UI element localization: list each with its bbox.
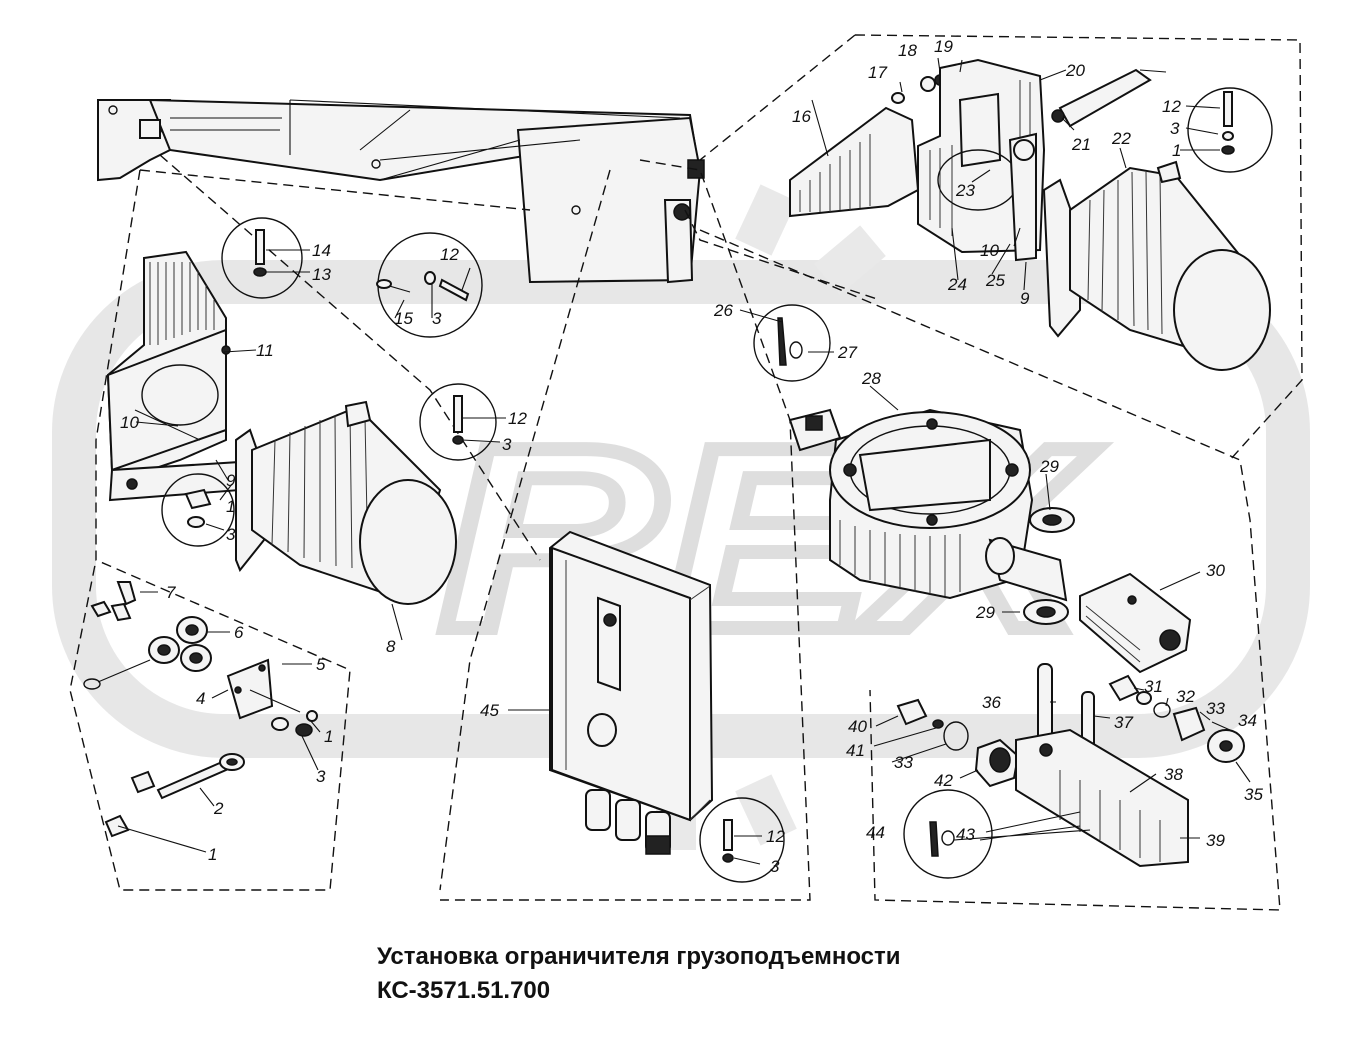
callout-16: 16: [792, 107, 811, 126]
callout-3-f: 3: [770, 857, 780, 876]
callout-30: 30: [1206, 561, 1225, 580]
callout-35: 35: [1244, 785, 1263, 804]
leader-lines: [117, 57, 1251, 865]
right-top-drum: [1042, 160, 1271, 371]
callout-19: 19: [934, 37, 953, 56]
control-box: [549, 530, 714, 855]
right-top-bracket: [789, 58, 1167, 262]
callout-25: 25: [985, 271, 1005, 290]
callout-34: 34: [1238, 711, 1257, 730]
callout-5: 5: [316, 655, 326, 674]
callout-20: 20: [1065, 61, 1085, 80]
callout-29-a: 29: [1039, 457, 1059, 476]
callout-3-d: 3: [316, 767, 326, 786]
callout-3-e: 3: [1170, 119, 1180, 138]
callout-43: 43: [956, 825, 975, 844]
callout-42: 42: [934, 771, 953, 790]
callout-40: 40: [848, 717, 867, 736]
detail-circles: [161, 87, 1273, 883]
callout-1-f: 1: [1172, 141, 1181, 160]
caption-model: КС-3571.51.700: [377, 977, 551, 1004]
callout-9-b: 9: [1020, 289, 1030, 308]
left-fasteners: [83, 581, 318, 838]
boom-outline: [97, 98, 705, 284]
callout-1-c: 1: [226, 497, 235, 516]
callout-labels: 14 13 12 15 3 11 10 12 3 9 1 1 1 3 8 7 6…: [120, 37, 1263, 876]
callout-14: 14: [312, 241, 331, 260]
callout-9-a: 9: [226, 471, 236, 490]
callout-21: 21: [1071, 135, 1091, 154]
callout-17: 17: [868, 63, 887, 82]
callout-7: 7: [166, 583, 176, 602]
callout-13: 13: [312, 265, 331, 284]
callout-3-a: 3: [432, 309, 442, 328]
callout-11: 11: [256, 341, 274, 360]
caption-title: Установка ограничителя грузоподъемности: [377, 943, 901, 970]
callout-32: 32: [1176, 687, 1195, 706]
diagram-caption: Установка ограничителя грузоподъемности …: [377, 940, 901, 1008]
callout-44: 44: [866, 823, 885, 842]
callout-31: 31: [1144, 677, 1163, 696]
callout-1-d: 1: [324, 727, 333, 746]
callout-26: 26: [713, 301, 733, 320]
callout-1-e: 1: [208, 845, 217, 864]
left-bracket: [106, 250, 241, 502]
callout-33-b: 33: [894, 753, 913, 772]
callout-3-b: 3: [502, 435, 512, 454]
callout-12-a: 12: [440, 245, 459, 264]
callout-10-a: 10: [120, 413, 139, 432]
callout-12-b: 12: [508, 409, 527, 428]
callout-18: 18: [898, 41, 917, 60]
callout-15: 15: [394, 309, 413, 328]
callout-38: 38: [1164, 765, 1183, 784]
callout-33-a: 33: [1206, 699, 1225, 718]
callout-12-d: 12: [766, 827, 785, 846]
callout-10-b: 10: [980, 241, 999, 260]
left-drum: [235, 400, 457, 605]
callout-39: 39: [1206, 831, 1225, 850]
block-30-assembly: [896, 572, 1245, 868]
callout-4: 4: [196, 689, 205, 708]
callout-45: 45: [480, 701, 499, 720]
callout-6: 6: [234, 623, 244, 642]
callout-37: 37: [1114, 713, 1133, 732]
center-drum: [788, 408, 1075, 625]
callout-41: 41: [846, 741, 865, 760]
callout-29-b: 29: [975, 603, 995, 622]
callout-24: 24: [947, 275, 967, 294]
callout-22: 22: [1111, 129, 1131, 148]
callout-27: 27: [837, 343, 857, 362]
callout-12-c: 12: [1162, 97, 1181, 116]
callout-36: 36: [982, 693, 1001, 712]
callout-3-c: 3: [226, 525, 236, 544]
callout-8: 8: [386, 637, 396, 656]
callout-2: 2: [213, 799, 224, 818]
callout-28: 28: [861, 369, 881, 388]
callout-23: 23: [955, 181, 975, 200]
